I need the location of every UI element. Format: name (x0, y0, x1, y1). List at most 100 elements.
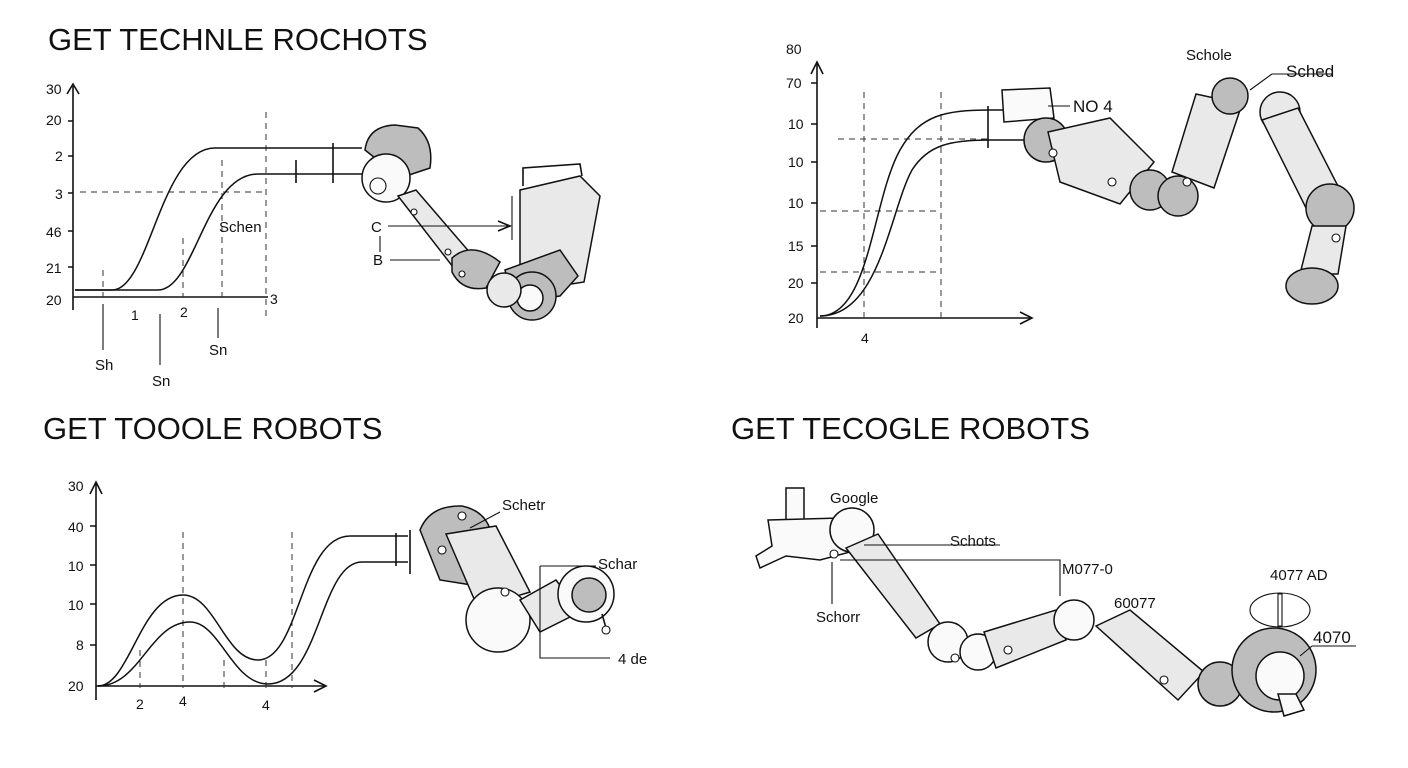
wave-curve-upper (97, 535, 408, 687)
bolt (444, 248, 452, 256)
label-4de: 4 de (618, 651, 647, 668)
wave-curve-lower (97, 561, 408, 687)
panel-1-y-ticks: 30 20 2 3 46 21 20 (46, 81, 73, 308)
y-tick-label: 20 (46, 292, 62, 308)
panel-1-y-arrow (66, 82, 80, 95)
axis-lead-lines (102, 304, 219, 365)
tool-tip (785, 487, 805, 521)
y-tick-label: 10 (788, 154, 804, 170)
bolt (437, 545, 447, 555)
panel-2: 80 70 10 10 10 15 20 20 4 (786, 41, 1355, 346)
shoulder-joint (1211, 77, 1249, 115)
label-60077: 60077 (1114, 595, 1156, 612)
panel-4-title: GET TECOGLE ROBOTS (731, 411, 1090, 446)
y-tick-marks (811, 82, 817, 284)
leader-sched (1249, 73, 1332, 91)
gripper-top (522, 163, 583, 186)
label-4077ad: 4077 AD (1270, 567, 1328, 584)
sigmoid-curve-upper (819, 109, 1042, 317)
wrist-cap (571, 577, 607, 613)
label-sched: Sched (1286, 62, 1334, 81)
y-tick-label: 20 (788, 275, 804, 291)
y-tick-label: 8 (76, 637, 84, 653)
y-tick-label: 10 (788, 116, 804, 132)
label-4070: 4070 (1313, 628, 1351, 647)
robot-arm-3 (419, 505, 615, 653)
leader-m077 (840, 559, 1061, 596)
upper-arm-link (444, 525, 532, 609)
x-tick-label: 4 (861, 330, 869, 346)
bolt (500, 587, 510, 597)
label-b: B (373, 252, 383, 269)
sigmoid-curve-lower (819, 139, 1050, 317)
y-tick-label: 30 (68, 478, 84, 494)
wrist-roller (486, 272, 522, 308)
shoulder-joint (1053, 599, 1095, 641)
bolt (1003, 645, 1013, 655)
label-sn-2: Sn (209, 342, 227, 359)
leader-c-arrow (497, 220, 513, 232)
panel-1-title: GET TECHNLE ROCHOTS (48, 22, 428, 57)
base-cap (1255, 651, 1305, 701)
elbow-joint (465, 587, 531, 653)
step-curve-upper (75, 147, 362, 291)
panel-3-y-arrow (89, 480, 103, 495)
y-tick-label: 20 (68, 678, 84, 694)
robot-arm-2 (1001, 77, 1355, 305)
annotation-pin (1277, 593, 1283, 627)
label-google: Google (830, 490, 878, 507)
base-link (1094, 609, 1206, 702)
x-tick-label: 4 (179, 693, 187, 709)
label-schar: Schar (598, 556, 637, 573)
bolt (601, 625, 611, 635)
x-tick-label: 2 (136, 696, 144, 712)
curve-end-marks (395, 530, 411, 574)
leader-4de (539, 566, 610, 659)
step-curve-lower (75, 173, 362, 291)
y-tick-marks (90, 525, 96, 646)
bolt (1331, 233, 1341, 243)
bolt (410, 208, 418, 216)
panel-4: GET TECOGLE ROBOTS Google Schots M077-0 (731, 411, 1356, 717)
y-tick-label: 10 (788, 195, 804, 211)
label-c: C (371, 219, 382, 236)
y-tick-label: 3 (55, 186, 63, 202)
leader-schetr (469, 511, 501, 529)
bolt (829, 549, 839, 559)
panel-3: GET TOOOLE ROBOTS 30 40 10 10 8 20 2 4 4 (43, 411, 647, 713)
label-sh: Sh (95, 357, 113, 374)
label-sn-1: Sn (152, 373, 170, 390)
leader-4070 (1299, 645, 1356, 657)
panel-1: GET TECHNLE ROCHOTS 30 20 2 3 46 21 20 1… (46, 22, 601, 390)
label-schole: Schole (1186, 47, 1232, 64)
panel-2-y-ticks: 80 70 10 10 10 15 20 20 (786, 41, 817, 326)
label-schetr: Schetr (502, 497, 545, 514)
panel-2-y-arrow (810, 60, 824, 75)
end-effector-bracket (1001, 87, 1055, 123)
label-no4: NO 4 (1073, 97, 1113, 116)
leader-b (379, 236, 440, 261)
bolt (1159, 675, 1169, 685)
y-tick-label: 10 (68, 558, 84, 574)
bolt (458, 270, 466, 278)
x-tick-label: 3 (270, 291, 278, 307)
base-connector (1277, 693, 1306, 717)
y-tick-label: 46 (46, 224, 62, 240)
bolt (950, 653, 960, 663)
y-tick-label: 40 (68, 519, 84, 535)
y-tick-label: 70 (786, 75, 802, 91)
bolt (1048, 148, 1058, 158)
elbow-joint-b (1157, 175, 1199, 217)
elbow-joint (451, 249, 501, 290)
y-tick-label: 15 (788, 238, 804, 254)
y-tick-label: 2 (55, 148, 63, 164)
y-tick-label: 30 (46, 81, 62, 97)
label-schen: Schen (219, 219, 262, 236)
bolt (457, 511, 467, 521)
bolt (1107, 177, 1117, 187)
base-column (1299, 225, 1347, 275)
y-tick-label: 10 (68, 597, 84, 613)
panel-3-title: GET TOOOLE ROBOTS (43, 411, 382, 446)
base-joint (1305, 183, 1355, 233)
label-schots: Schots (950, 533, 996, 550)
